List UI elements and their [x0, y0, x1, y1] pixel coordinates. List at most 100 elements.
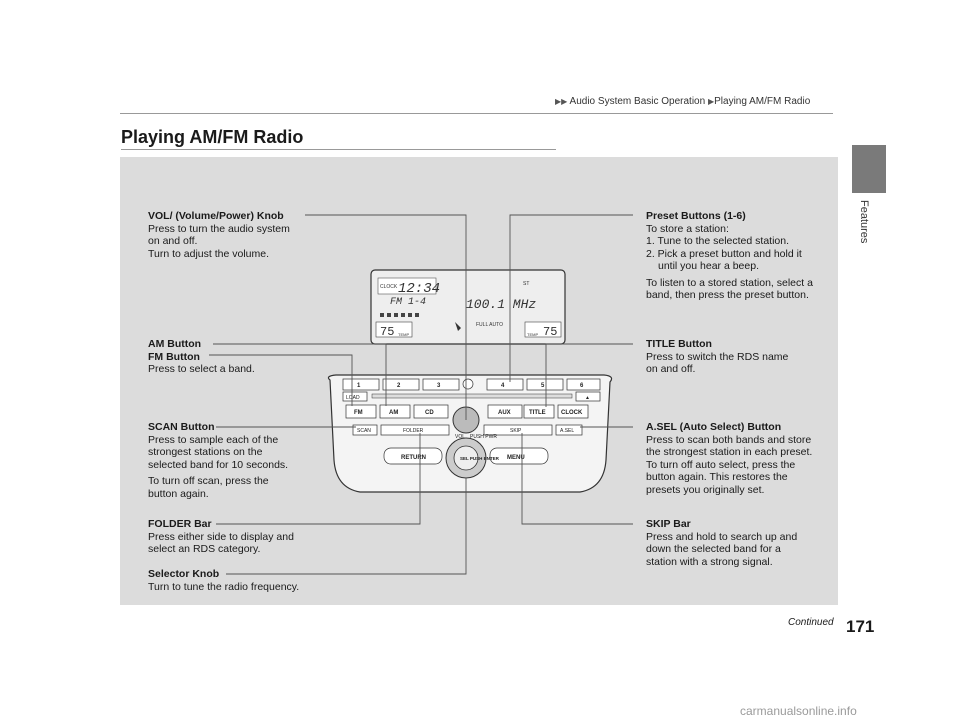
load-button-label: LOAD: [346, 395, 360, 401]
menu-button-label: MENU: [507, 455, 525, 461]
breadcrumb-item[interactable]: Playing AM/FM Radio: [714, 96, 811, 107]
asel-button-label: A.SEL: [560, 428, 574, 434]
callout-line: the strongest station in each preset.: [646, 446, 813, 458]
selector-knob-title: Selector Knob: [148, 568, 220, 580]
lcd-frequency: 100.1 MHz: [466, 297, 536, 312]
title-button-title: TITLE Button: [646, 338, 712, 350]
continued-note: Continued: [788, 617, 834, 628]
return-button-label: RETURN: [401, 455, 426, 461]
callout-line: button again. This restores the: [646, 471, 788, 483]
asel-button-title: A.SEL (Auto Select) Button: [646, 421, 782, 433]
vol-knob-title: VOL/ (Volume/Power) Knob: [148, 210, 284, 222]
header-rule: [120, 113, 833, 114]
skip-bar-label: SKIP: [510, 428, 522, 434]
watermark: carmanualsonline.info: [740, 704, 857, 718]
preset-5-label: 5: [541, 383, 545, 389]
preset-1-label: 1: [357, 383, 361, 389]
scan-button-label: SCAN: [357, 428, 371, 434]
callout-line: To turn off auto select, press the: [646, 458, 796, 471]
band-row: [345, 404, 589, 419]
page-number: 171: [846, 617, 875, 636]
cd-button-label: CD: [425, 410, 434, 416]
callout-line: To store a station:: [646, 222, 729, 235]
skip-callout: SKIP Bar Press and hold to search up and…: [646, 518, 797, 568]
scan-button-title: SCAN Button: [148, 421, 215, 433]
callout-line: Press to switch the RDS name: [646, 350, 789, 363]
callout-line: Press either side to display and: [148, 530, 294, 543]
callout-line: strongest stations on the: [148, 446, 263, 458]
return-button: [383, 447, 443, 465]
scan-callout: SCAN Button Press to sample each of the …: [148, 421, 288, 500]
lcd-time: 12:34: [398, 281, 440, 297]
title-button-label: TITLE: [529, 410, 546, 416]
callout-line: Press to scan both bands and store: [646, 433, 812, 446]
eject-icon: ▲: [585, 395, 590, 401]
eject-icon: [462, 378, 474, 390]
callout-line: Turn to tune the radio frequency.: [148, 580, 300, 593]
lcd-temp-right-label: TEMP: [527, 332, 538, 337]
breadcrumb-item[interactable]: Audio System Basic Operation: [569, 96, 706, 107]
lcd-preset-indicators: [380, 313, 419, 317]
callout-line: Press and hold to search up and: [646, 530, 798, 543]
selector-callout: Selector Knob Turn to tune the radio fre…: [148, 568, 299, 593]
clock-button-label: CLOCK: [561, 410, 583, 416]
callout-line: station with a strong signal.: [646, 555, 773, 568]
leader-lines: [209, 214, 633, 575]
lcd-temp-right: 75: [543, 325, 557, 339]
callout-line: presets you originally set.: [646, 483, 765, 496]
menu-button: [489, 447, 549, 465]
title-rule: [121, 149, 556, 150]
callout-line: button again.: [148, 487, 209, 500]
page-title: Playing AM/FM Radio: [121, 127, 304, 147]
callout-line: on and off.: [646, 363, 696, 375]
preset-callout: Preset Buttons (1-6) To store a station:…: [646, 210, 813, 302]
cd-slot: [371, 393, 573, 399]
lcd-clock-label: CLOCK: [380, 284, 398, 290]
callout-line: down the selected band for a: [646, 543, 781, 555]
callout-line: 2. Pick a preset button and hold it: [646, 247, 802, 260]
skip-bar-title: SKIP Bar: [646, 518, 691, 530]
function-row: [352, 424, 583, 436]
callout-line: selected band for 10 seconds.: [148, 458, 289, 471]
am-button-title: AM Button: [148, 338, 202, 350]
fm-button-label: FM: [354, 410, 363, 416]
callout-line: To listen to a stored station, select a: [646, 276, 813, 289]
am-fm-callout: AM Button FM Button Press to select a ba…: [148, 338, 255, 376]
fm-button-title: FM Button: [148, 350, 200, 363]
section-tab-marker: [852, 145, 886, 193]
preset-2-label: 2: [397, 383, 401, 389]
fan-icon: [455, 322, 461, 331]
vol-knob-callout: VOL/ (Volume/Power) Knob Press to turn t…: [148, 210, 290, 260]
preset-3-label: 3: [437, 383, 441, 389]
am-button-label: AM: [389, 410, 398, 416]
title-callout: TITLE Button Press to switch the RDS nam…: [646, 338, 788, 376]
lcd-band: FM 1-4: [390, 297, 426, 308]
callout-line: 1. Tune to the selected station.: [646, 235, 790, 247]
folder-bar-title: FOLDER Bar: [148, 518, 212, 530]
callout-line: Press to select a band.: [148, 363, 255, 375]
lcd-temp-left-label: TEMP: [398, 332, 409, 337]
section-tab-label: Features: [858, 200, 870, 244]
callout-line: Turn to adjust the volume.: [148, 247, 270, 260]
callout-line: Press to sample each of the: [148, 433, 279, 446]
preset-6-label: 6: [580, 383, 584, 389]
vol-label: VOL: [455, 434, 465, 440]
preset-4-label: 4: [501, 383, 505, 389]
callout-line: on and off.: [148, 235, 198, 247]
preset-buttons-title: Preset Buttons (1-6): [646, 210, 746, 222]
push-pwr-label: PUSH PWR: [470, 434, 497, 440]
callout-line: until you hear a beep.: [658, 260, 759, 272]
callout-line: select an RDS category.: [148, 543, 261, 555]
lcd-temp-left: 75: [380, 325, 394, 339]
callout-line: band, then press the preset button.: [646, 289, 809, 301]
lcd-stereo: ST: [523, 281, 529, 287]
callout-line: Press to turn the audio system: [148, 222, 290, 235]
selector-knob-label: SEL PUSH ENTER: [460, 456, 500, 461]
lcd-full-auto: FULL AUTO: [476, 322, 503, 328]
preset-row: [342, 378, 601, 391]
folder-callout: FOLDER Bar Press either side to display …: [148, 518, 294, 556]
asel-callout: A.SEL (Auto Select) Button Press to scan…: [646, 421, 812, 496]
folder-bar-label: FOLDER: [403, 428, 424, 434]
breadcrumb: ▶▶ Audio System Basic Operation ▶Playing…: [555, 96, 811, 107]
